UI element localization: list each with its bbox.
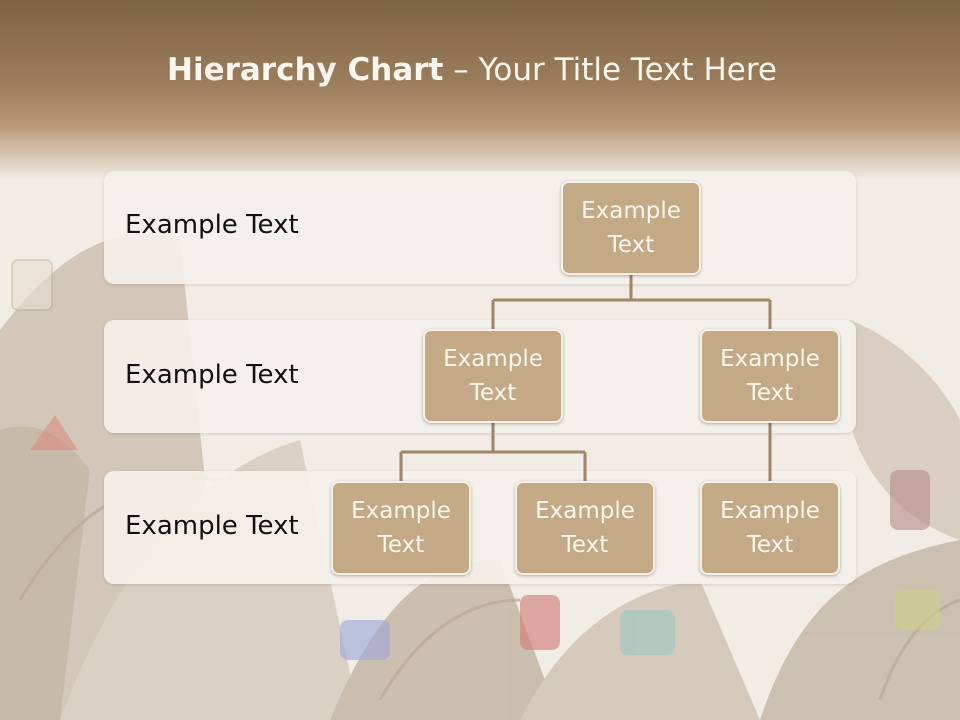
level-label-3: Example Text <box>125 511 299 541</box>
node-level2-right[interactable]: Example Text <box>700 329 840 423</box>
title-rest: – Your Title Text Here <box>443 52 777 88</box>
node-level3-c[interactable]: Example Text <box>700 481 840 575</box>
header-band <box>0 0 960 180</box>
node-level3-a[interactable]: Example Text <box>331 481 471 575</box>
node-root[interactable]: Example Text <box>561 181 701 275</box>
node-level2-left[interactable]: Example Text <box>423 329 563 423</box>
level-band-1 <box>104 171 856 284</box>
level-label-2: Example Text <box>125 360 299 390</box>
level-label-1: Example Text <box>125 210 299 240</box>
title-bold: Hierarchy Chart <box>167 52 444 88</box>
node-level3-b[interactable]: Example Text <box>515 481 655 575</box>
slide-title: Hierarchy Chart – Your Title Text Here <box>0 52 944 88</box>
